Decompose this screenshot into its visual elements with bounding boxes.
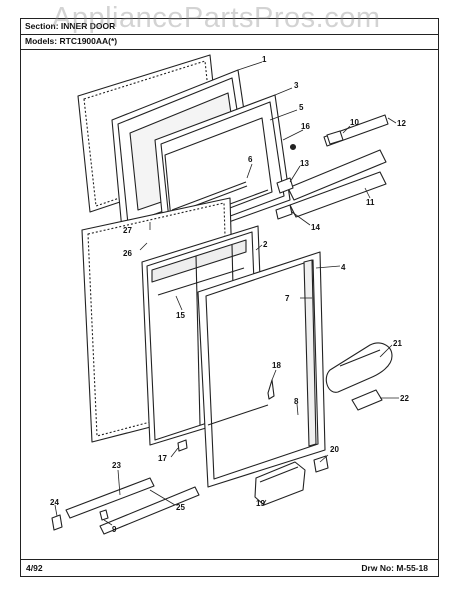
callout-22: 22 (400, 394, 409, 403)
callout-24: 24 (50, 498, 59, 507)
callout-12: 12 (397, 119, 406, 128)
callout-14: 14 (311, 223, 320, 232)
door-bars-and-brackets (177, 114, 389, 452)
callout-labels: 1 3 5 16 10 12 6 13 11 14 27 26 2 4 7 15… (50, 55, 409, 534)
callout-2: 2 (263, 240, 268, 249)
callout-7: 7 (285, 294, 290, 303)
leader-lines (54, 61, 399, 526)
footer-row: 4/92 Drw No: M-55-18 (21, 559, 438, 576)
dairy-bin (254, 455, 329, 506)
callout-17: 17 (158, 454, 167, 463)
callout-8: 8 (294, 397, 299, 406)
callout-25: 25 (176, 503, 185, 512)
section-label: Section: (25, 21, 59, 31)
callout-1: 1 (262, 55, 267, 64)
callout-23: 23 (112, 461, 121, 470)
fresh-food-frame (197, 251, 326, 488)
callout-3: 3 (294, 81, 299, 90)
models-row: Models: RTC1900AA(*) (21, 34, 438, 50)
callout-5: 5 (299, 103, 304, 112)
callout-21: 21 (393, 339, 402, 348)
models-label: Models: (25, 36, 58, 46)
callout-19: 19 (256, 499, 265, 508)
callout-16: 16 (301, 122, 310, 131)
callout-9: 9 (112, 525, 117, 534)
callout-15: 15 (176, 311, 185, 320)
callout-4: 4 (341, 263, 346, 272)
bottom-trim-strips (51, 477, 200, 535)
door-rack (325, 342, 393, 411)
callout-18: 18 (272, 361, 281, 370)
callout-26: 26 (123, 249, 132, 258)
callout-11: 11 (366, 198, 375, 207)
callout-6: 6 (248, 155, 253, 164)
revision-date: 4/92 (26, 563, 43, 573)
drawing-number: Drw No: M-55-18 (361, 563, 428, 573)
callout-13: 13 (300, 159, 309, 168)
callout-27: 27 (123, 226, 132, 235)
section-row: Section: INNER DOOR (21, 19, 438, 35)
models-value: RTC1900AA(*) (59, 36, 118, 46)
callout-10: 10 (350, 118, 359, 127)
section-value: INNER DOOR (60, 21, 116, 31)
callout-20: 20 (330, 445, 339, 454)
